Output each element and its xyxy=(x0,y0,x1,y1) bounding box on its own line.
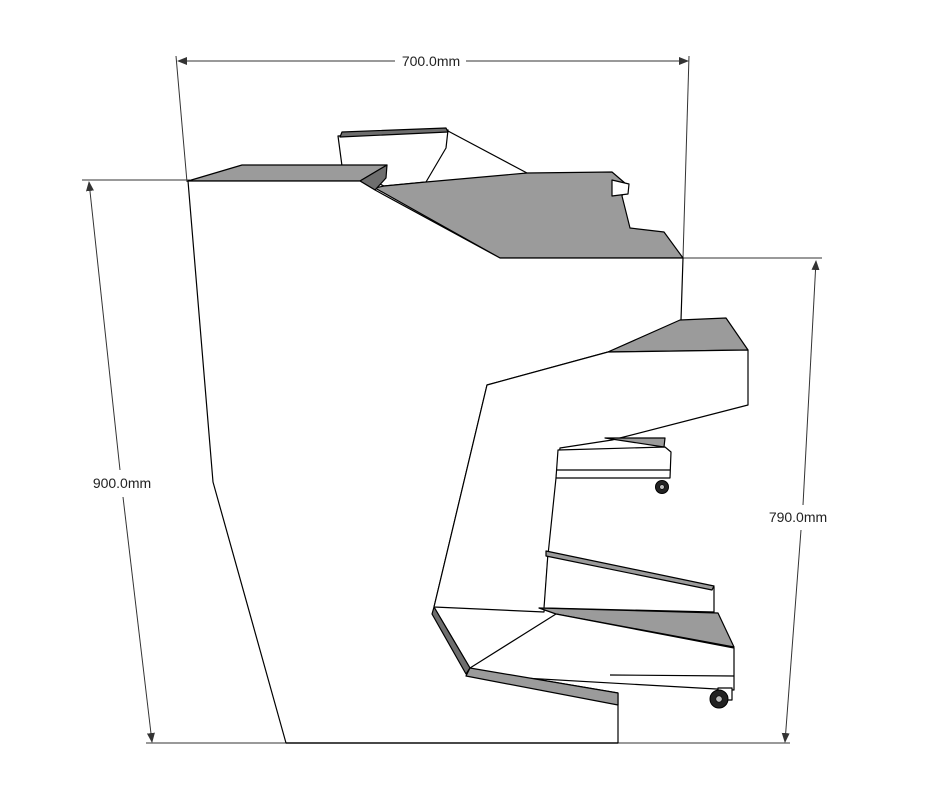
desk-height-arrow-top xyxy=(802,260,820,506)
desk-height-arrow-bottom xyxy=(781,529,802,743)
total-height-dimension: 900.0mm xyxy=(82,179,290,744)
rear-shelf-top xyxy=(339,127,449,138)
height-arrow-top xyxy=(85,181,121,471)
height-arrow-bottom xyxy=(122,496,155,743)
lower-shelf-front xyxy=(469,613,735,691)
inner-shelf-top xyxy=(604,437,666,448)
width-extension-right xyxy=(682,55,690,259)
total-height-label: 900.0mm xyxy=(93,475,151,491)
rear-shelf-back-edge xyxy=(447,130,528,174)
lower-shelf-upper-edge xyxy=(545,550,715,591)
foot-slab-top xyxy=(465,667,619,706)
left-top-ledge xyxy=(187,164,388,182)
upper-wheel-hub xyxy=(659,484,665,490)
surface-end-cap xyxy=(611,179,630,197)
desk-height-dimension: 790.0mm xyxy=(618,257,827,744)
foot-bevel-left xyxy=(431,606,471,675)
width-extension-left xyxy=(175,55,188,183)
desk-height-label: 790.0mm xyxy=(769,509,827,525)
lower-shelf-surface xyxy=(538,607,735,648)
inner-shelf-block xyxy=(555,446,672,479)
lower-shelf-line xyxy=(609,674,735,677)
desk-body xyxy=(187,127,749,744)
width-dimension-label: 700.0mm xyxy=(402,53,460,69)
width-dimension: 700.0mm xyxy=(175,53,690,259)
lower-wheel-hub xyxy=(715,695,723,703)
